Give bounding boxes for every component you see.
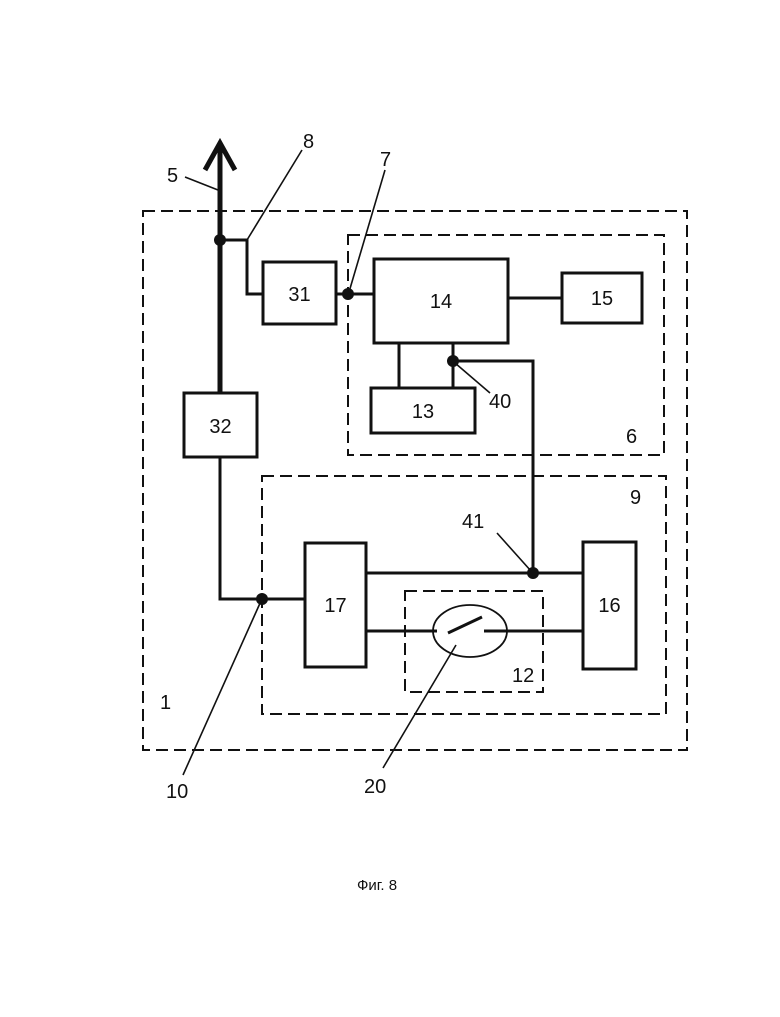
label-region-1: 1 [160, 692, 171, 714]
switch-20-blade [448, 617, 482, 633]
label-region-12: 12 [512, 665, 534, 687]
block-17-label: 17 [324, 595, 346, 617]
leader-41 [497, 533, 531, 571]
block-14-label: 14 [430, 291, 452, 313]
junction-bus-8 [214, 234, 226, 246]
label-5: 5 [167, 165, 178, 187]
leader-10 [183, 601, 261, 775]
block-31-label: 31 [288, 284, 310, 306]
wire-bus-to-31 [220, 240, 263, 294]
label-region-9: 9 [630, 487, 641, 509]
figure-caption: Фиг. 8 [357, 877, 397, 894]
block-32-label: 32 [209, 416, 231, 438]
label-40: 40 [489, 391, 511, 413]
leader-8 [247, 150, 302, 240]
label-10: 10 [166, 781, 188, 803]
label-8: 8 [303, 131, 314, 153]
junction-7 [342, 288, 354, 300]
block-15-label: 15 [591, 288, 613, 310]
label-20: 20 [364, 776, 386, 798]
leader-5 [185, 177, 218, 190]
block-16-label: 16 [598, 595, 620, 617]
label-region-6: 6 [626, 426, 637, 448]
label-41: 41 [462, 511, 484, 533]
label-7: 7 [380, 149, 391, 171]
block-13-label: 13 [412, 401, 434, 423]
junction-10 [256, 593, 268, 605]
